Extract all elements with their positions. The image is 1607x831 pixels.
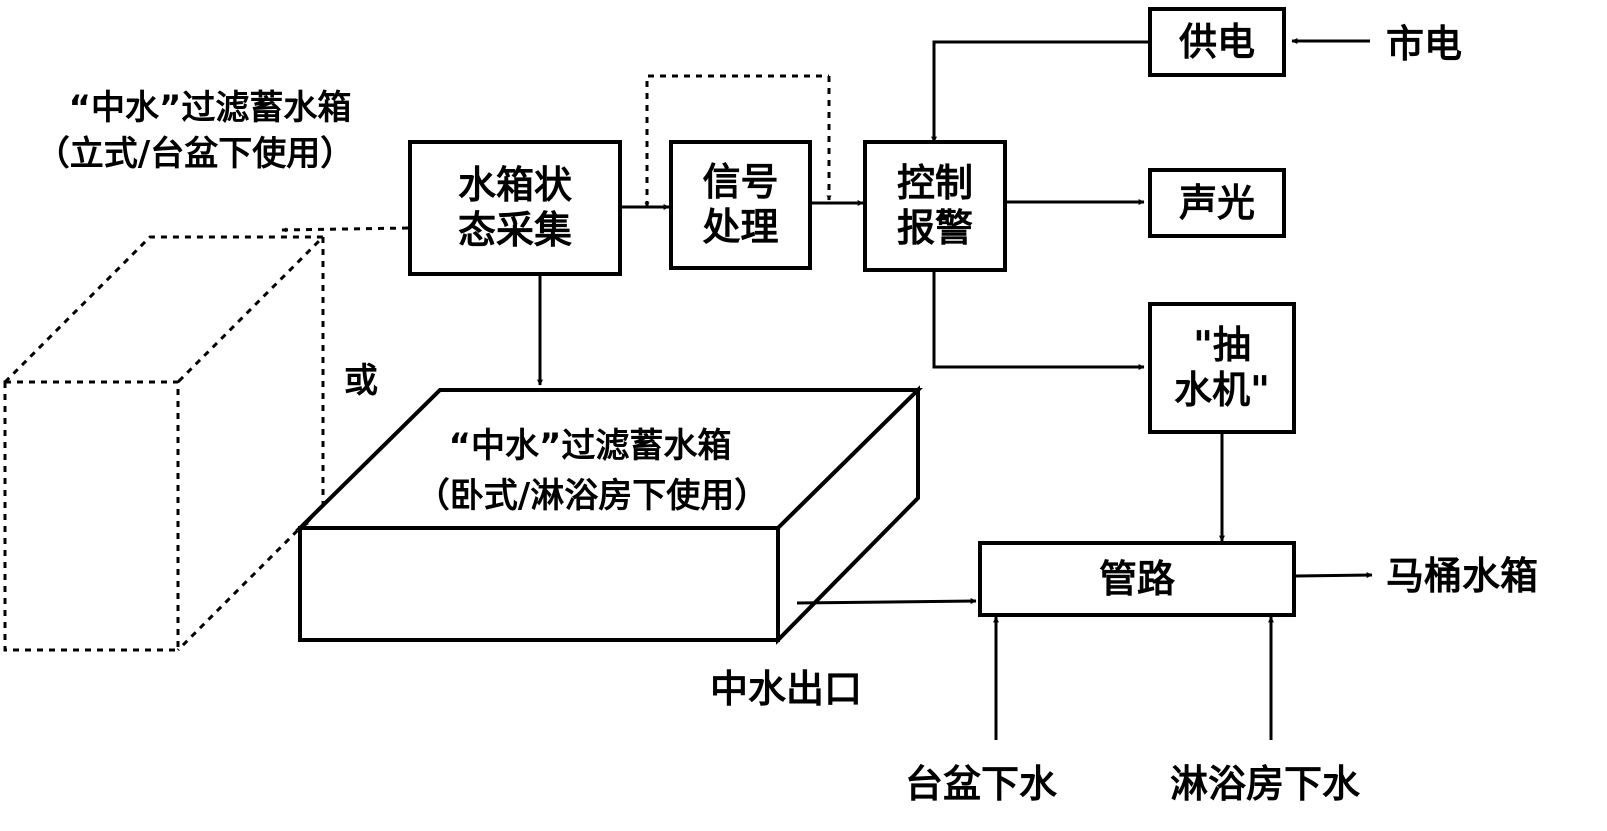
vertical-tank-subtitle: （立式/台盆下使用） <box>35 134 355 174</box>
dashed-feedback-loop <box>644 74 832 208</box>
pipeline-box: 管路 <box>978 541 1296 617</box>
signal-processing-box: 信号 处理 <box>669 140 812 270</box>
mains-label: 市电 <box>1386 22 1463 66</box>
power-supply-box: 供电 <box>1148 7 1286 77</box>
basin-drain-label: 台盆下水 <box>905 762 1058 806</box>
toilet-tank-label: 马桶水箱 <box>1386 554 1539 598</box>
horizontal-tank-title: “中水”过滤蓄水箱 <box>448 426 732 466</box>
sound-light-box: 声光 <box>1148 168 1286 238</box>
pump-box: "抽 水机" <box>1148 302 1296 434</box>
horizontal-tank-subtitle: （卧式/淋浴房下使用） <box>415 476 769 516</box>
sense-to-vertical-tank-dashed <box>281 226 409 233</box>
vertical-tank-corner-arrow <box>302 509 320 527</box>
or-label: 或 <box>344 361 378 401</box>
greywater-outlet-label: 中水出口 <box>710 667 863 711</box>
outlet-to-pipeline-arrow <box>796 598 977 605</box>
horizontal-tank-shape <box>295 385 923 645</box>
power-to-control-arrow <box>931 40 1148 143</box>
control-alarm-box: 控制 报警 <box>863 140 1007 272</box>
vertical-tank-title: “中水”过滤蓄水箱 <box>68 88 352 128</box>
control-to-pump-arrow <box>932 272 1145 370</box>
tank-sensing-box: 水箱状 态采集 <box>408 140 622 276</box>
pipeline-to-toilet-arrow <box>1295 572 1373 579</box>
vertical-tank-shape <box>3 235 327 652</box>
shower-drain-label: 淋浴房下水 <box>1170 762 1361 806</box>
